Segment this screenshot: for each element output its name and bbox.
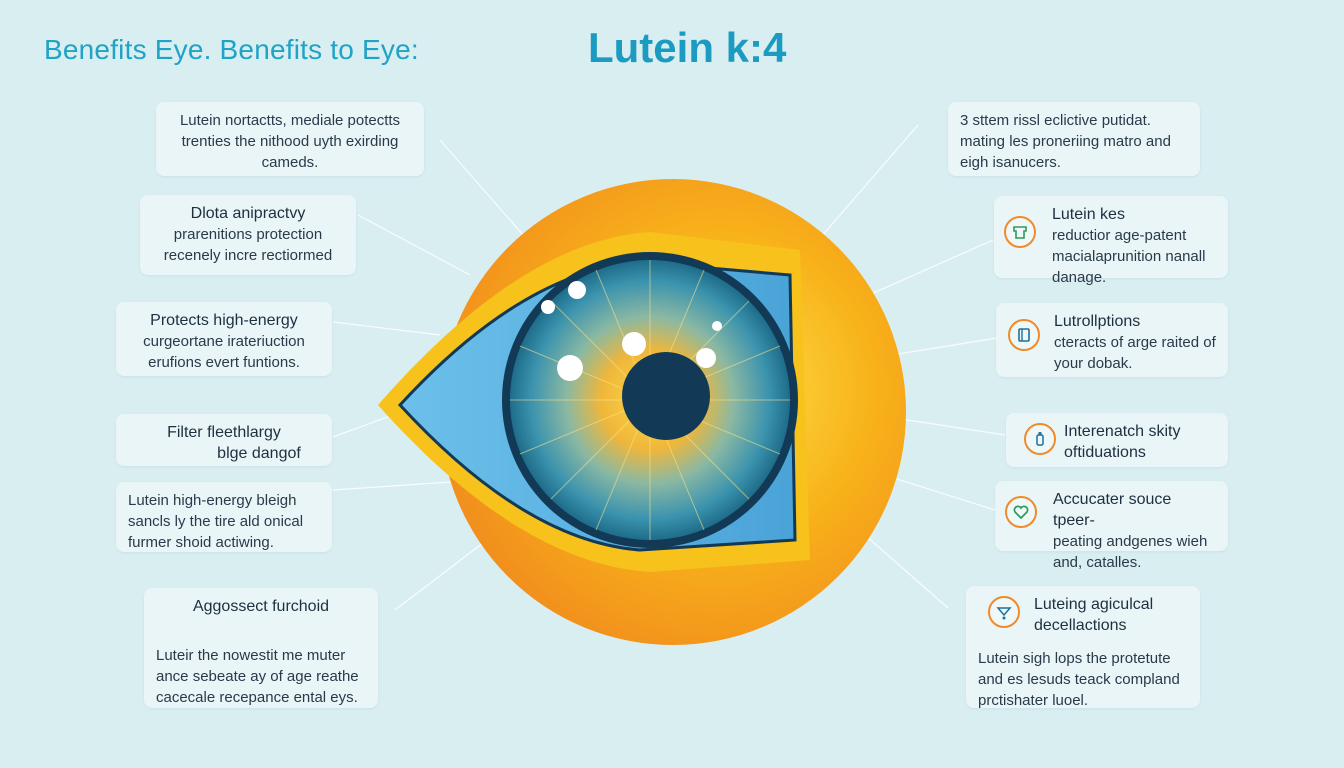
left-card-4: Filter fleethlargy blge dangof (116, 414, 332, 466)
left-card-1: Lutein nortactts, mediale potectts trent… (156, 102, 424, 176)
left-card-2: Dlota anipractvy prarenitions protection… (140, 195, 356, 275)
document-icon (1008, 319, 1040, 351)
card-body: prarenitions protection recenely incre r… (163, 226, 333, 264)
card-body: blge dangof (217, 445, 301, 462)
shield-icon (1004, 216, 1036, 248)
card-title: Interenatch skity oftiduations (1064, 423, 1181, 461)
card-title: Aggossect furchoid (192, 598, 330, 615)
right-card-3: Lutrollptions cteracts of arge raited of… (996, 303, 1228, 377)
pupil (622, 352, 710, 440)
card-body: Lutein high-energy bleigh sancls ly the … (128, 492, 304, 551)
eye-highlight (696, 348, 716, 368)
benefits-heading: Benefits Eye. Benefits to Eye: (44, 34, 419, 65)
eye-highlight (557, 355, 583, 381)
card-title: Protects high-energy (150, 312, 298, 329)
card-body: peating andgenes wieh and, catalles. (1053, 533, 1208, 571)
left-card-6: Aggossect furchoid Luteir the nowestit m… (144, 588, 378, 708)
eye-highlight (541, 300, 555, 314)
left-card-3: Protects high-energy curgeortane irateri… (116, 302, 332, 376)
eye-highlight (712, 321, 722, 331)
right-card-6: Luteing agiculcal decellactions Lutein s… (966, 586, 1200, 709)
right-card-4: Interenatch skity oftiduations (1006, 413, 1228, 467)
card-title: Filter fleethlargy (167, 424, 281, 441)
main-title: Lutein k:4 (588, 24, 787, 71)
left-card-5: Lutein high-energy bleigh sancls ly the … (116, 482, 332, 552)
right-card-1: 3 sttem rissl eclictive putidat. mating … (948, 102, 1200, 176)
card-body: reductior age-patent macialaprunition na… (1052, 227, 1206, 286)
connector-line (357, 214, 471, 276)
eye-drop-icon (988, 596, 1020, 628)
right-card-5: Accucater souce tpeer- peating andgenes … (995, 481, 1228, 571)
card-title: Luteing agiculcal decellactions (1034, 596, 1154, 634)
card-body: Lutein sigh lops the protetute and es le… (978, 650, 1180, 709)
eye-highlight (622, 332, 646, 356)
card-body: Lutein nortactts, mediale potectts trent… (179, 112, 401, 171)
card-body: Luteir the nowestit me muter ance sebeat… (156, 647, 359, 706)
bottle-icon (1024, 423, 1056, 455)
card-body: cteracts of arge raited of your dobak. (1054, 334, 1216, 372)
card-body: curgeortane irateriuction erufions evert… (143, 333, 305, 371)
card-title: Dlota anipractvy (190, 205, 306, 222)
right-card-2: Lutein kes reductior age-patent macialap… (994, 196, 1228, 286)
card-title: Lutrollptions (1054, 313, 1141, 330)
connector-line (332, 321, 441, 336)
eye-highlight (568, 281, 586, 299)
card-title: Accucater souce tpeer- (1053, 491, 1172, 529)
card-body: 3 sttem rissl eclictive putidat. mating … (960, 112, 1171, 171)
card-title: Lutein kes (1052, 206, 1125, 223)
heart-icon (1005, 496, 1037, 528)
